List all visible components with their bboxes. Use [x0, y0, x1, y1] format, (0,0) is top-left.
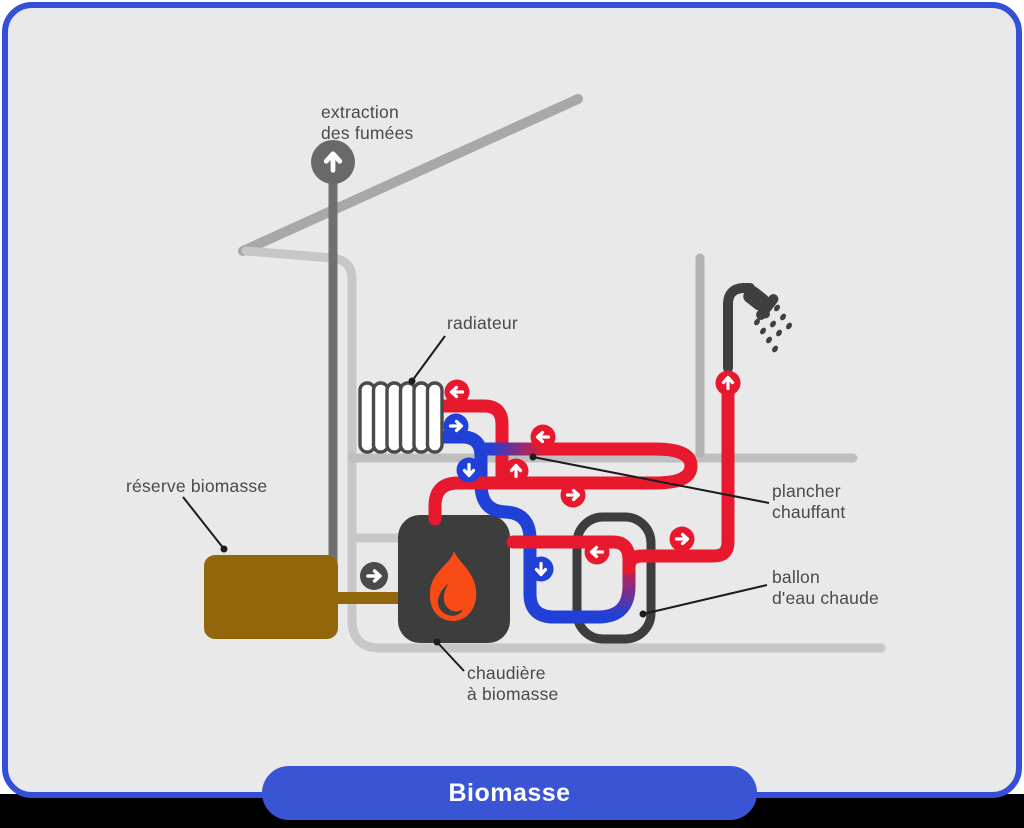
interior-wall-and-ground-line [241, 246, 886, 653]
floor-heating-supply-pipe [428, 442, 698, 526]
chaudiere-biomasse-label: chaudière à biomasse [467, 663, 559, 704]
floor-supply-arrow [560, 482, 586, 508]
tank-to-shower-arrow [669, 526, 695, 552]
flow-arrow-badges [360, 370, 741, 590]
water-drop-icons [754, 304, 792, 353]
shower-riser-arrow [715, 370, 741, 396]
biomass-reserve [204, 555, 338, 639]
radiator-coil-icon [358, 381, 444, 454]
tank-to-shower-pipe [622, 388, 735, 575]
extraction-label: extraction des fumées [321, 102, 414, 143]
reserve-biomasse-label: réserve biomasse [126, 476, 268, 496]
biomass-feed-pipe [334, 592, 400, 604]
return-drop-upper-arrow [456, 457, 482, 483]
diagram-title-pill: Biomasse [262, 766, 757, 820]
floor-return-arrow [530, 424, 556, 450]
plancher-chauffant-label: plancher chauffant [772, 481, 846, 522]
radiator-riser-arrow [503, 458, 529, 484]
ballon-eau-chaude-label: ballon d'eau chaude [772, 567, 879, 608]
flue-extraction-arrow-icon [311, 140, 355, 184]
radiator-supply-pipe [438, 399, 509, 486]
roof-line [238, 94, 583, 256]
label-pointer-lines [182, 335, 770, 672]
biomass-boiler [398, 515, 510, 643]
diagram-card [2, 2, 1022, 798]
radiator-supply-arrow [444, 379, 470, 405]
radiator-return-arrow [443, 413, 469, 439]
tank-to-boiler-arrow [584, 539, 610, 565]
hot-water-tank [572, 512, 656, 644]
diagram-title: Biomasse [448, 778, 571, 807]
biomass-feed-arrow-icon [360, 562, 388, 590]
shower-icon [723, 283, 792, 373]
return-drop-lower-arrow [528, 556, 554, 582]
flame-icon [429, 551, 477, 621]
radiateur-label: radiateur [447, 313, 518, 333]
tank-coil-gradient-pipe [591, 547, 636, 624]
